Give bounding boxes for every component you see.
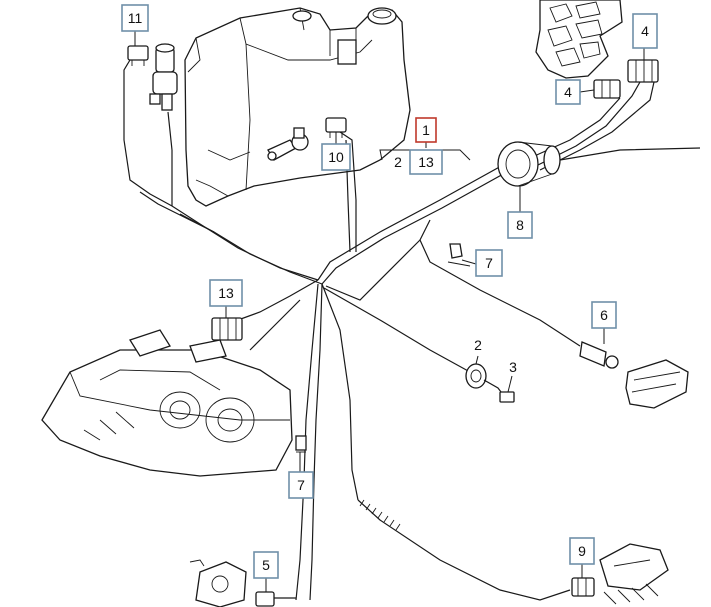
- grommet-2: [465, 363, 487, 389]
- connector-4-lower: [593, 79, 621, 99]
- relay-panel: [535, 0, 623, 79]
- clip-7-lower: [295, 435, 307, 453]
- callout-10: 10: [321, 143, 351, 171]
- washer-pump: [149, 43, 178, 111]
- svg-text:5: 5: [262, 557, 270, 573]
- callout-4-lower: 4: [555, 79, 581, 105]
- svg-text:8: 8: [516, 217, 524, 233]
- connector-5: [255, 591, 296, 607]
- callout-1: 1: [415, 117, 437, 143]
- callout-6: 6: [591, 301, 617, 329]
- leader-lines: [134, 30, 645, 592]
- connector-11: [127, 45, 149, 66]
- svg-text:4: 4: [641, 23, 649, 39]
- callout-2-near-1: 2: [394, 154, 402, 170]
- horn-bracket: [189, 559, 247, 607]
- svg-text:7: 7: [485, 255, 493, 271]
- callout-13-near-1: 13: [409, 149, 443, 175]
- callout-9: 9: [569, 537, 595, 565]
- headlight-assembly: [41, 329, 293, 477]
- callout-4-upper: 4: [632, 13, 658, 49]
- connector-3: [483, 379, 515, 403]
- callout-7-lower: 7: [288, 471, 314, 499]
- svg-text:13: 13: [418, 154, 434, 170]
- callout-5: 5: [253, 551, 279, 579]
- svg-text:2: 2: [474, 337, 482, 353]
- side-marker-lamp: [579, 341, 689, 409]
- callout-8: 8: [507, 211, 533, 239]
- svg-text:10: 10: [328, 149, 344, 165]
- svg-text:7: 7: [297, 477, 305, 493]
- svg-text:6: 6: [600, 307, 608, 323]
- connector-10: [325, 117, 347, 138]
- svg-text:9: 9: [578, 543, 586, 559]
- washer-fluid-reservoir: [184, 7, 411, 207]
- fluid-level-sensor: [267, 127, 309, 161]
- connector-13: [211, 317, 243, 341]
- callout-7-upper: 7: [475, 249, 503, 277]
- callout-3: 3: [509, 359, 517, 375]
- control-module-9: [599, 543, 669, 605]
- callout-13-left: 13: [209, 279, 243, 307]
- grommet-8: [497, 141, 561, 187]
- callout-2-lower: 2: [474, 337, 482, 353]
- svg-text:3: 3: [509, 359, 517, 375]
- clip-7-upper: [447, 243, 471, 267]
- svg-text:13: 13: [218, 285, 234, 301]
- svg-text:1: 1: [422, 122, 430, 138]
- callout-11: 11: [121, 4, 149, 32]
- main-harness: [123, 59, 701, 601]
- svg-text:11: 11: [128, 10, 143, 26]
- svg-text:2: 2: [394, 154, 402, 170]
- svg-text:4: 4: [564, 84, 572, 100]
- connector-9: [571, 577, 595, 597]
- connector-4-upper: [627, 59, 659, 83]
